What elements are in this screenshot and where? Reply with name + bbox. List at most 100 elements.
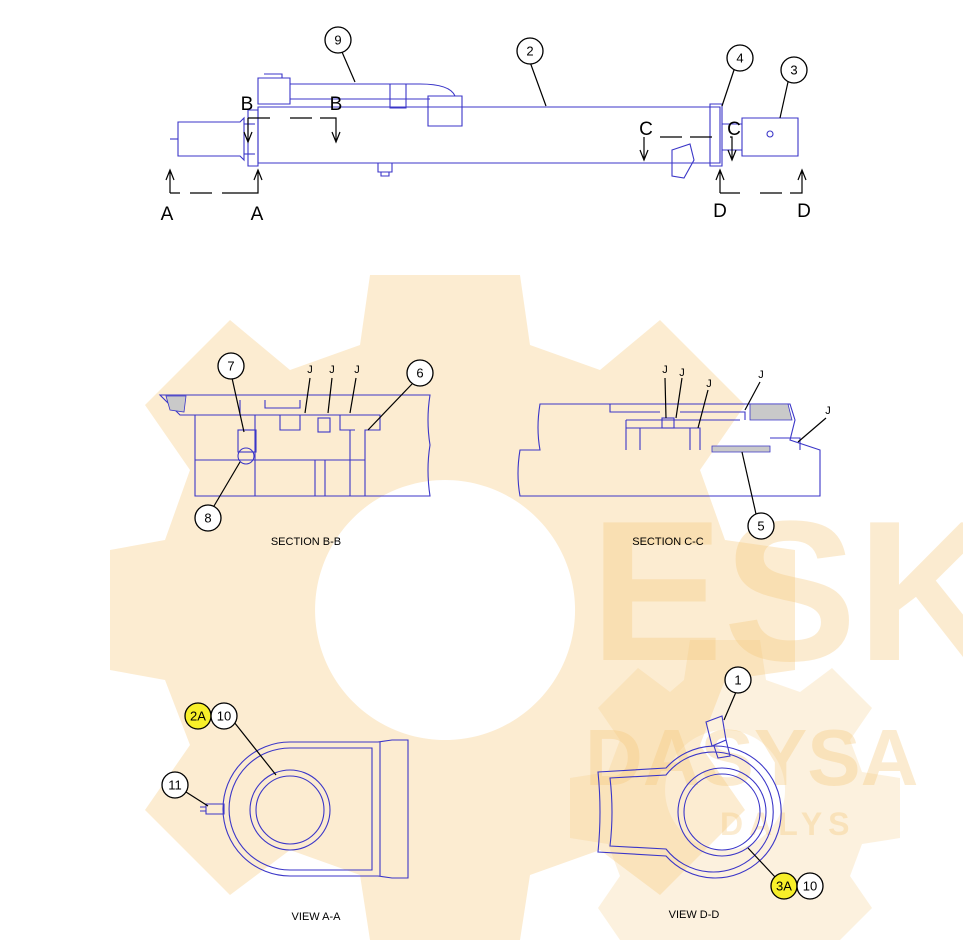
view-aa-bore-outer — [249, 769, 331, 851]
leader-2 — [529, 61, 547, 107]
cylinder-assembly — [170, 73, 799, 179]
section-bb-plug — [317, 417, 331, 433]
view-dd-elbow — [705, 715, 731, 759]
section-label-b-right: B — [330, 94, 343, 115]
section-cc-hatch-2 — [711, 445, 771, 453]
section-cc-internals — [609, 404, 801, 450]
section-label-d-right: D — [797, 201, 811, 222]
cut-line-bb — [243, 117, 341, 144]
cylinder-head — [247, 109, 259, 167]
view-dd-bore-outer — [677, 767, 767, 857]
barrel-port — [377, 163, 393, 177]
view-dd-eye-outline — [597, 745, 782, 879]
caption-section-cc: SECTION C-C — [632, 536, 704, 548]
view-aa: 2A 10 11 VIEW A-A — [161, 702, 409, 923]
cylinder-end-cap — [709, 103, 723, 167]
leader-j-bb-3 — [349, 377, 357, 414]
section-cc-outline — [517, 403, 821, 497]
section-bb-internals — [195, 400, 381, 496]
caption-view-dd: VIEW D-D — [669, 909, 720, 921]
leader-11 — [185, 791, 209, 807]
section-label-c-right: C — [727, 119, 741, 140]
leader-6 — [367, 383, 413, 431]
callout-bubble-4 — [726, 44, 754, 72]
callout-2: 2 — [526, 44, 533, 59]
view-aa-grease-fitting — [200, 803, 225, 815]
section-cc: J J J J J 5 SECTION C-C — [517, 364, 831, 548]
callout-8: 8 — [204, 511, 211, 526]
leader-5 — [741, 451, 757, 515]
section-cut-lines: A A B B C C D D — [161, 94, 811, 225]
callout-bubble-9 — [324, 26, 352, 54]
leader-4 — [721, 69, 735, 107]
leader-10-a — [233, 721, 277, 776]
callout-bubble-5 — [747, 512, 775, 540]
leader-1 — [723, 691, 737, 721]
leader-j-bb-1 — [304, 377, 311, 414]
callout-bubble-3 — [780, 56, 808, 84]
section-bb-outline — [158, 394, 431, 497]
callout-9: 9 — [334, 33, 341, 48]
top-callouts: 9 2 4 3 — [324, 26, 808, 119]
section-bb: 7 8 6 J J J SECTION B-B — [158, 352, 434, 548]
view-dd-eye-inner — [609, 751, 774, 873]
section-label-b-left: B — [241, 94, 254, 115]
j-label-cc-1: J — [662, 364, 668, 376]
callout-3a: 3A — [776, 879, 792, 894]
section-bb-ball — [237, 447, 255, 465]
callout-3: 3 — [790, 63, 797, 78]
callout-bubble-10-a — [210, 702, 238, 730]
view-aa-bore-inner — [255, 775, 325, 845]
watermark-tagline: DALYS — [720, 806, 856, 842]
j-label-cc-4: J — [758, 369, 764, 381]
rod-end-boss — [177, 116, 245, 162]
hydraulic-line — [290, 83, 456, 100]
line-clamp — [389, 83, 407, 109]
callout-11: 11 — [168, 778, 182, 793]
section-bb-hatch — [165, 395, 187, 413]
cut-line-dd — [715, 168, 807, 194]
callout-4: 4 — [736, 51, 743, 66]
leader-3 — [779, 81, 789, 119]
callout-5: 5 — [757, 519, 764, 534]
section-cc-plug — [661, 417, 675, 429]
view-dd-bore-inner — [683, 773, 761, 851]
j-label-cc-5: J — [825, 405, 831, 417]
leader-j-bb-2 — [327, 377, 333, 414]
section-label-a-right: A — [251, 204, 264, 225]
j-label-cc-3: J — [706, 378, 712, 390]
callout-1: 1 — [734, 673, 741, 688]
section-bb-fitting — [237, 429, 257, 453]
line-fitting-left — [257, 73, 291, 105]
leader-j-cc-5 — [797, 417, 827, 443]
watermark-gear-small — [570, 640, 900, 940]
caption-section-bb: SECTION B-B — [271, 536, 341, 548]
leader-j-cc-1 — [664, 377, 667, 419]
watermark-gear — [110, 275, 795, 940]
section-label-a-left: A — [161, 204, 174, 225]
callout-6: 6 — [416, 366, 423, 381]
line-block — [427, 95, 463, 127]
elbow-fitting — [671, 143, 695, 179]
callout-bubble-10-d — [796, 872, 824, 900]
callout-bubble-2 — [516, 37, 544, 65]
head-end-grease-fitting — [766, 130, 774, 138]
watermark: ESKA DASYSA DALYS — [110, 275, 963, 940]
view-dd: 1 3A 10 VIEW D-D — [597, 666, 824, 921]
callout-bubble-6 — [406, 359, 434, 387]
view-aa-eye-outline — [222, 739, 409, 879]
callout-bubble-1 — [724, 666, 752, 694]
callout-10-a: 10 — [217, 709, 231, 724]
leader-9 — [341, 51, 356, 83]
callout-7: 7 — [227, 359, 234, 374]
leader-7 — [231, 377, 245, 433]
leader-j-cc-3 — [697, 389, 709, 429]
callout-bubble-7 — [217, 352, 245, 380]
caption-view-aa: VIEW A-A — [292, 911, 342, 923]
watermark-brand: ESKA — [590, 480, 963, 703]
callout-bubble-8 — [194, 504, 222, 532]
leader-8 — [213, 461, 241, 507]
head-end-eye — [741, 117, 799, 157]
section-cc-hatch-1 — [749, 403, 793, 421]
